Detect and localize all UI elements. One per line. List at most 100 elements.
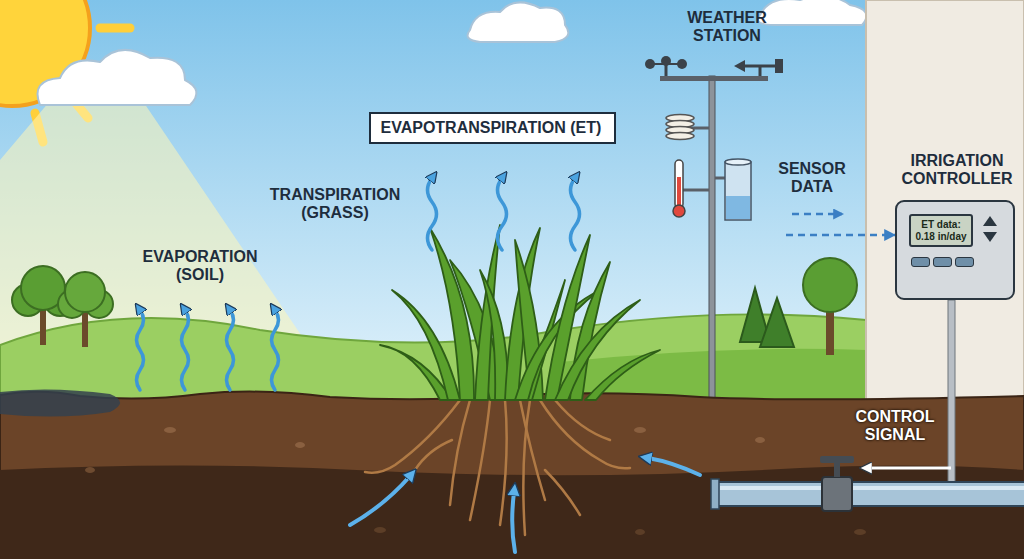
- control-signal-arrow: [862, 467, 951, 470]
- controller-button: [911, 257, 930, 267]
- station-crossarm: [660, 76, 768, 81]
- edge-label-slot: SENSOR DATA: [766, 160, 858, 197]
- evaporation-label: EVAPORATION (SOIL): [130, 248, 270, 285]
- root: [365, 400, 460, 473]
- uptake-arrow: [350, 476, 410, 525]
- wavy-arrow: [182, 310, 189, 390]
- evaporation-arrows: [137, 310, 279, 390]
- hill: [0, 314, 866, 400]
- wavy-arrow: [571, 178, 580, 250]
- root: [500, 400, 507, 525]
- transpiration-label: TRANSPIRATION (GRASS): [263, 186, 408, 223]
- pebble: [755, 437, 765, 443]
- pebble: [85, 467, 95, 473]
- wavy-arrow: [227, 310, 234, 390]
- vane-head: [734, 60, 745, 72]
- pebble: [374, 527, 386, 533]
- controller-down-button: [983, 232, 997, 242]
- root: [470, 400, 490, 520]
- sun-ray: [100, 24, 130, 33]
- pebble: [164, 427, 176, 433]
- grass-blade: [480, 270, 508, 400]
- grass-blade: [555, 300, 640, 400]
- anemometer-cup: [645, 59, 655, 69]
- root: [450, 400, 470, 505]
- root: [555, 400, 610, 440]
- controller-screen: ET data: 0.18 in/day: [909, 214, 973, 247]
- pipe-cap: [711, 479, 719, 509]
- et-box-heading: EVAPOTRANSPIRATION (ET): [381, 119, 604, 137]
- controller-up-button: [983, 216, 997, 226]
- valve-body: [822, 477, 852, 511]
- pipe-highlight: [720, 486, 1024, 490]
- uptake-arrow: [648, 458, 700, 475]
- sky: [0, 0, 1024, 400]
- anemometer-cup: [677, 59, 687, 69]
- sensor-data-connector: [786, 234, 895, 237]
- tree-canopy: [65, 272, 105, 312]
- grass-roots: [365, 400, 630, 535]
- thermometer-bulb: [673, 205, 685, 217]
- left-trees: [12, 266, 113, 347]
- pebble: [634, 427, 646, 433]
- root: [415, 440, 452, 470]
- edge-label: SENSOR DATA: [766, 160, 858, 197]
- cloud: [38, 50, 197, 105]
- root: [523, 400, 530, 535]
- et-box: EVAPOTRANSPIRATION (ET): [369, 112, 616, 144]
- controller-button: [933, 257, 952, 267]
- wet-soil-patch: [0, 389, 120, 416]
- controller-screen-heading: ET data: 0.18 in/day: [914, 219, 968, 242]
- subsoil: [0, 465, 1024, 559]
- station-pole: [709, 76, 715, 398]
- rain-gauge: [725, 162, 751, 220]
- weather-station-figure: [645, 56, 783, 398]
- wavy-arrow: [428, 178, 437, 250]
- station-bracket: [683, 189, 709, 192]
- pipe: [716, 482, 1024, 506]
- thermometer: [675, 160, 683, 208]
- valve-handle: [820, 456, 854, 463]
- right-trees: [740, 258, 857, 355]
- control-signal-label-slot: CONTROL SIGNAL: [849, 408, 941, 445]
- rain-gauge-rim: [725, 159, 751, 165]
- pebble: [295, 442, 305, 448]
- valve-stem: [834, 463, 840, 477]
- thermometer-mercury: [677, 177, 681, 207]
- grass-clump: [380, 225, 660, 400]
- sensor-data-arrow: [792, 213, 842, 216]
- pebble: [854, 529, 866, 535]
- pebble: [635, 529, 645, 535]
- weather-station: WEATHER STATION: [668, 4, 786, 396]
- radiation-shield-plate: [666, 133, 694, 140]
- tree-canopy: [803, 258, 857, 312]
- control-signal-label: CONTROL SIGNAL: [849, 408, 941, 445]
- root: [545, 470, 580, 515]
- anemometer-cup: [661, 56, 671, 66]
- grass-blade: [585, 350, 660, 400]
- water-uptake-arrows: [350, 458, 700, 552]
- uptake-arrow: [512, 492, 515, 552]
- cloud: [758, 0, 867, 25]
- irrigation-controller: IRRIGATION CONTROLLERET data: 0.18 in/da…: [895, 200, 1015, 300]
- conifer-tree: [760, 298, 794, 347]
- transpiration-label-slot: TRANSPIRATION (GRASS): [263, 186, 408, 223]
- topsoil: [0, 392, 1024, 559]
- wavy-arrow: [272, 310, 279, 390]
- root: [540, 400, 630, 468]
- rain-gauge-water: [726, 196, 750, 219]
- transpiration-arrows: [428, 178, 580, 250]
- valve: [820, 456, 854, 511]
- evaporation-label-slot: EVAPORATION (SOIL): [130, 248, 270, 285]
- controller-button: [955, 257, 974, 267]
- cloud: [468, 2, 569, 42]
- conduit: [948, 300, 955, 482]
- weather-station-heading: WEATHER STATION: [668, 9, 786, 46]
- wavy-arrow: [498, 178, 507, 250]
- irrigation-controller-heading: IRRIGATION CONTROLLER: [893, 152, 1021, 189]
- irrigation-pipe: [711, 479, 1024, 509]
